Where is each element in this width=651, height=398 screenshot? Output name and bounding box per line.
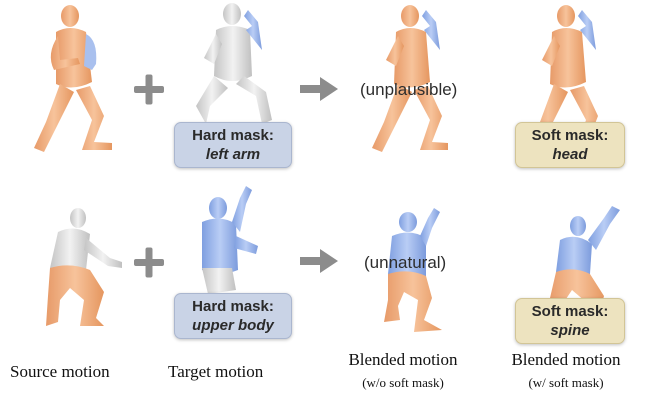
caption-blended-motion-a-sub: (w/o soft mask) (338, 375, 468, 391)
caption-blended-motion-a: Blended motion (338, 350, 468, 370)
caption-target-motion: Target motion (168, 362, 290, 382)
soft-mask-badge-row1: Soft mask: head (515, 122, 625, 168)
hard-mask-title-row2: Hard mask: (183, 297, 283, 316)
soft-mask-badge-row2: Soft mask: spine (515, 298, 625, 344)
arrow-icon-row1 (300, 77, 338, 101)
plus-icon-row1 (134, 75, 164, 105)
arrow-icon-row2 (300, 249, 338, 273)
note-unplausible: (unplausible) (360, 80, 457, 100)
caption-source-motion: Source motion (10, 362, 140, 382)
blended-figure-row1-no-soft-mask (372, 5, 448, 152)
soft-mask-title-row2: Soft mask: (524, 302, 616, 321)
caption-blended-motion-b-sub: (w/ soft mask) (496, 375, 636, 391)
note-unnatural: (unnatural) (364, 253, 446, 273)
source-figure-row2 (46, 208, 122, 326)
soft-mask-part-row1: head (524, 145, 616, 164)
soft-mask-title-row1: Soft mask: (524, 126, 616, 145)
plus-icon-row2 (134, 248, 164, 278)
hard-mask-badge-row2: Hard mask: upper body (174, 293, 292, 339)
target-figure-row2 (202, 186, 258, 294)
caption-blended-motion-b: Blended motion (496, 350, 636, 370)
source-figure-row1 (34, 5, 112, 152)
hard-mask-part-row1: left arm (183, 145, 283, 164)
soft-mask-part-row2: spine (524, 321, 616, 340)
hard-mask-title-row1: Hard mask: (183, 126, 283, 145)
hard-mask-badge-row1: Hard mask: left arm (174, 122, 292, 168)
hard-mask-part-row2: upper body (183, 316, 283, 335)
target-figure-row1 (196, 3, 272, 124)
